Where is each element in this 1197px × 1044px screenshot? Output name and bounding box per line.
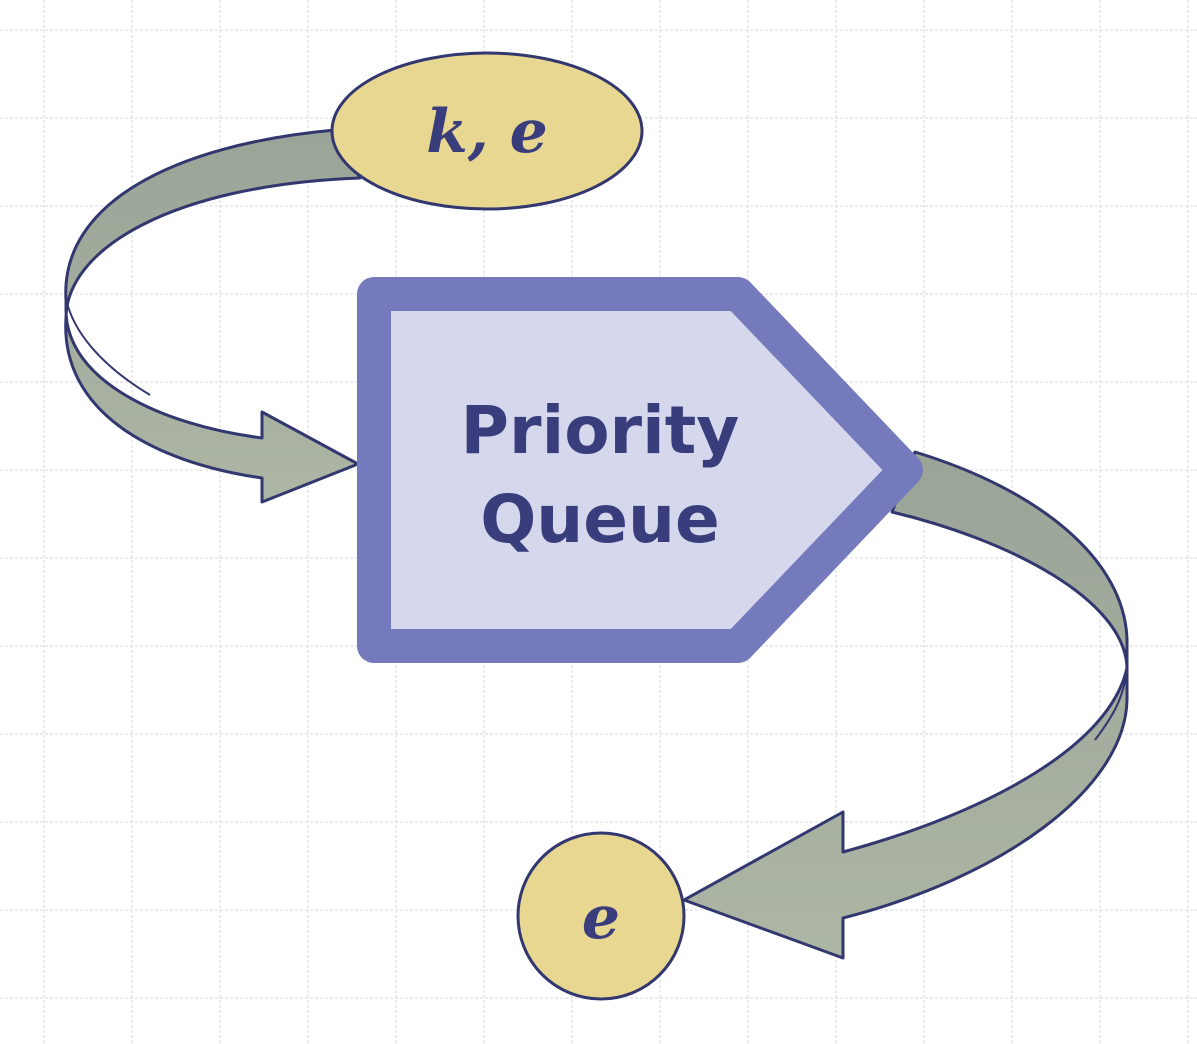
input-arrow-fold: [65, 297, 151, 396]
output-arrow: [682, 450, 1129, 960]
priority-queue-node: Priority Queue: [357, 277, 923, 663]
output-label: e: [582, 883, 620, 953]
output-circle: [516, 831, 686, 1001]
priority-queue-label-line1: Priority: [461, 392, 740, 469]
output-arrow-band: [682, 450, 1129, 960]
output-node: e: [516, 831, 686, 1001]
priority-queue-shape: [357, 277, 923, 663]
output-arrow-fold: [1094, 667, 1128, 741]
input-arrow: [64, 128, 362, 504]
input-arrow-band: [64, 128, 362, 504]
input-node: k, e: [330, 51, 644, 211]
input-label: k, e: [426, 97, 548, 167]
input-ellipse: [330, 51, 644, 211]
priority-queue-label-line2: Queue: [480, 481, 720, 558]
